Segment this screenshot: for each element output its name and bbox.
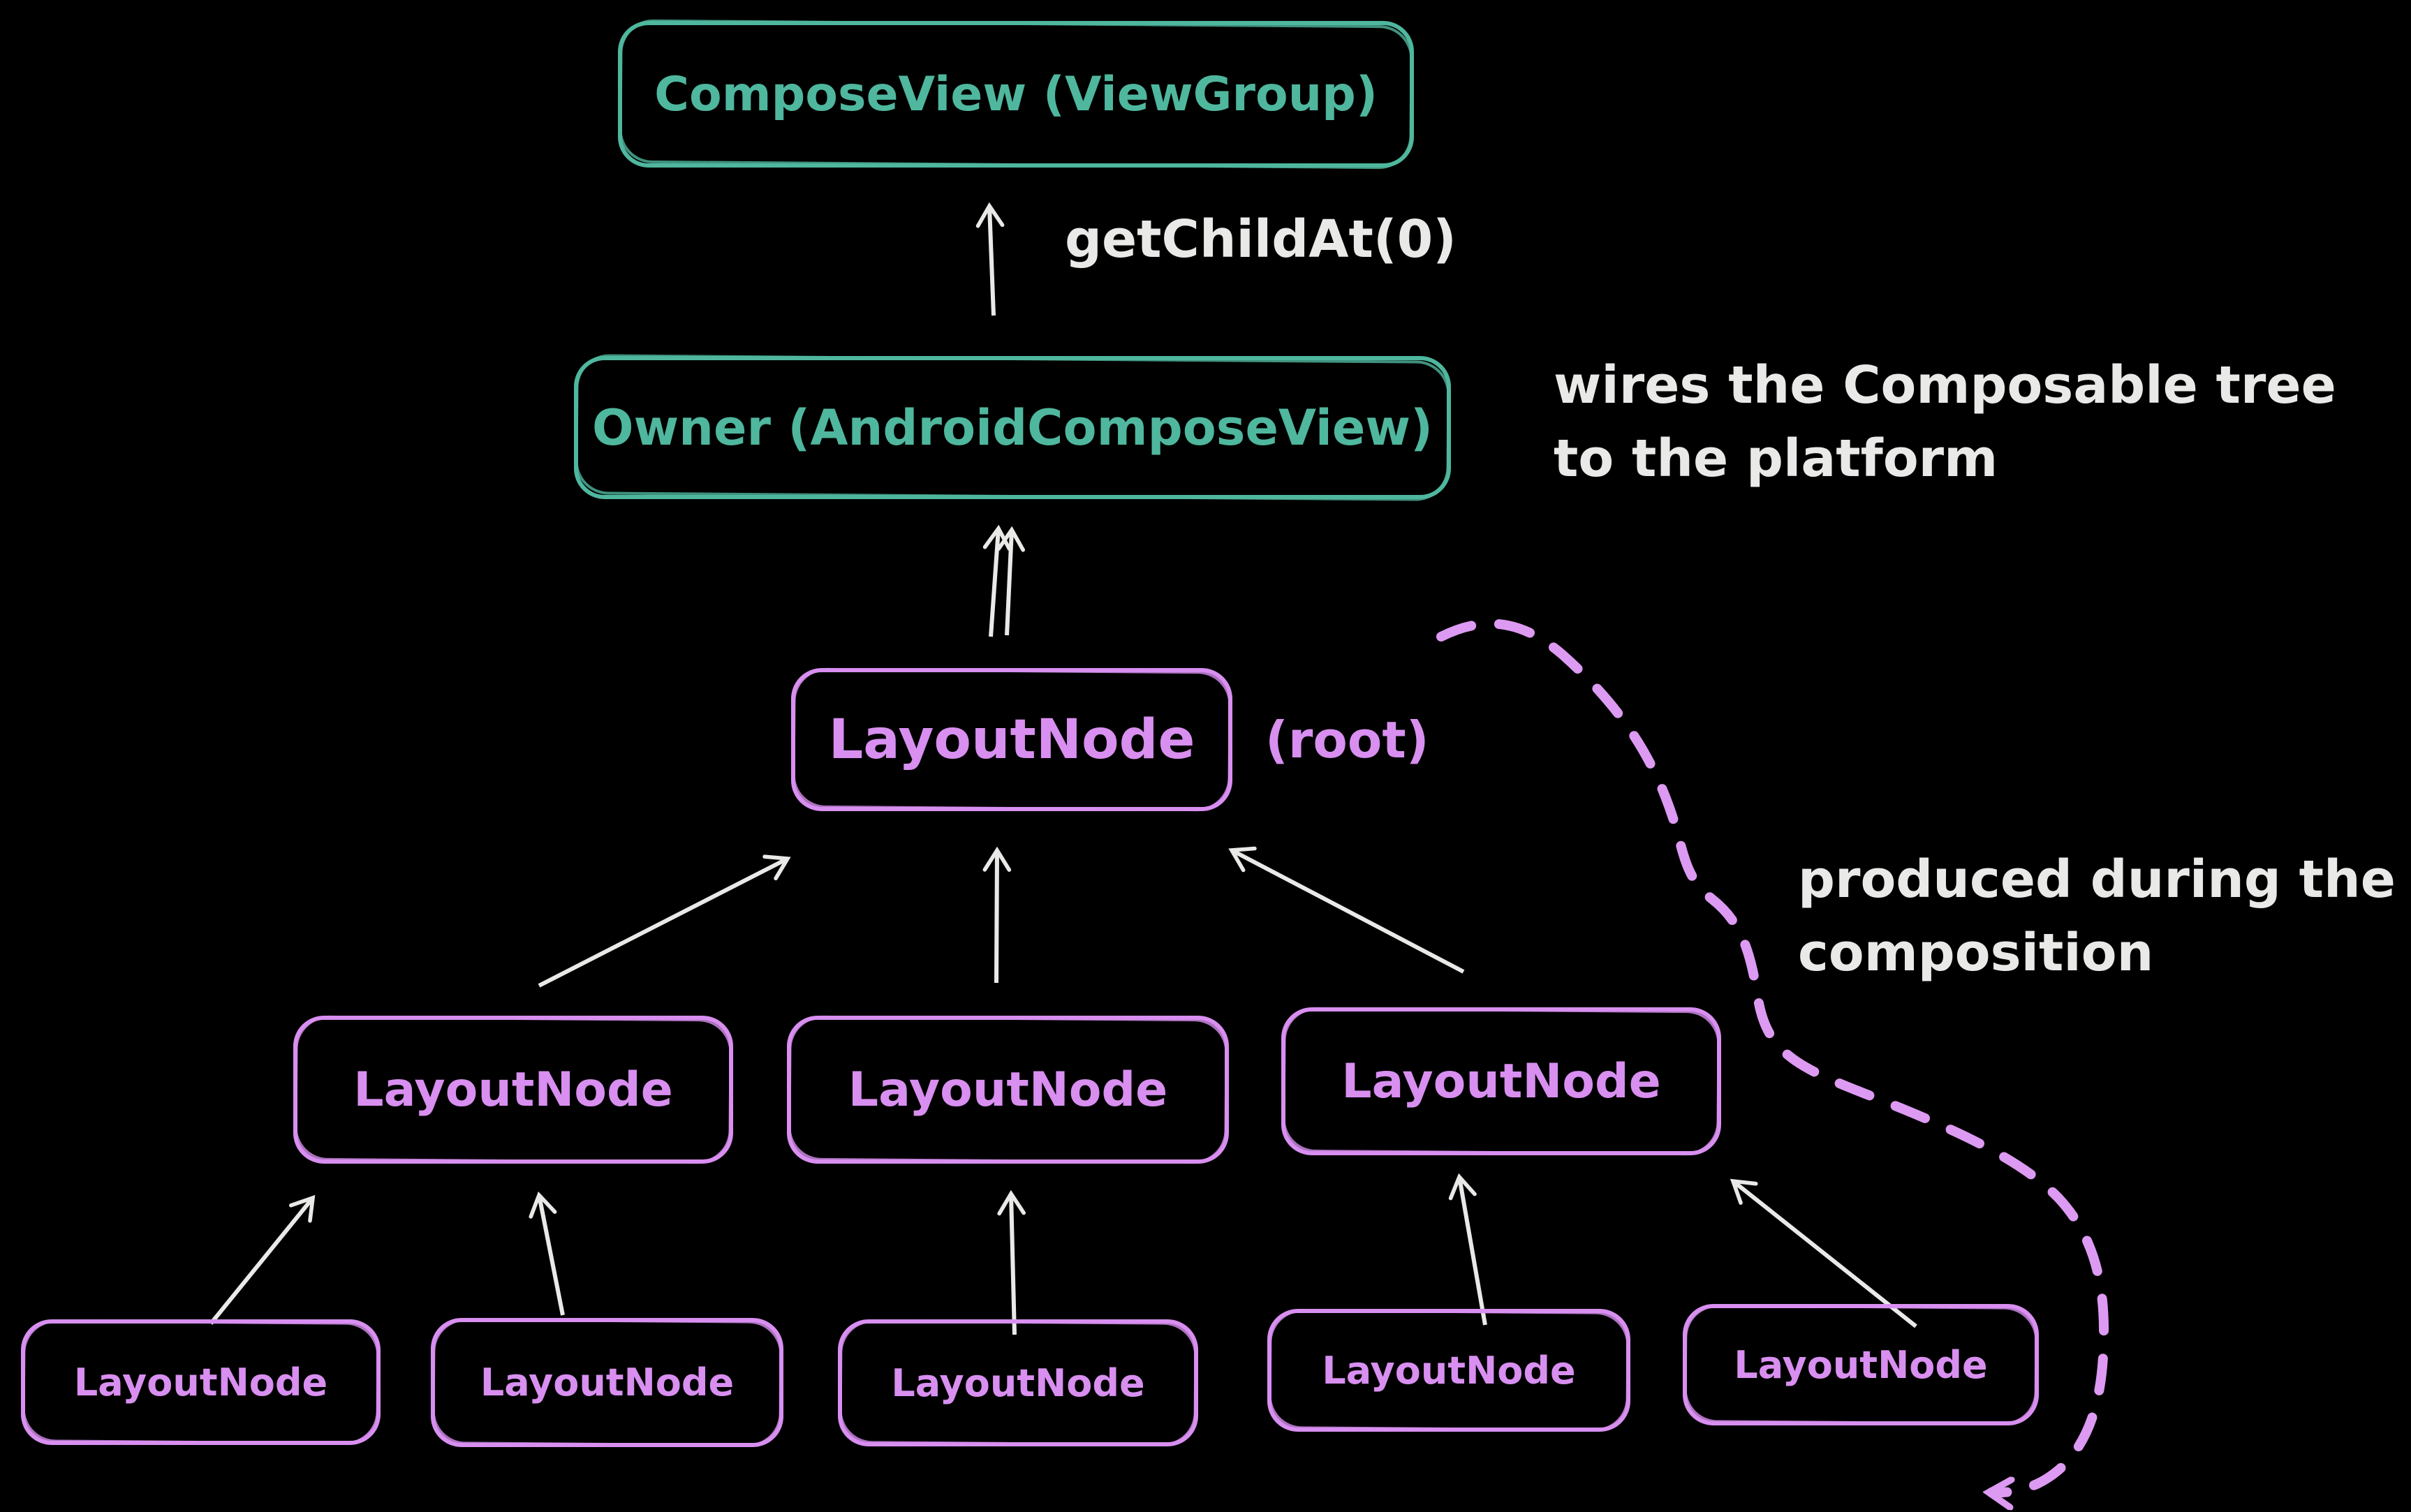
- get-child-at-arrow-icon: [975, 202, 1005, 316]
- compose-view-label: ComposeView (ViewGroup): [654, 66, 1378, 122]
- layout-node-label: LayoutNode: [1734, 1342, 1988, 1387]
- root-to-owner-arrow-icon: [982, 524, 1025, 637]
- layout-node-label: LayoutNode: [1322, 1348, 1576, 1393]
- layout-node-leaf-box-5: LayoutNode: [1683, 1304, 2039, 1425]
- get-child-at-label: getChildAt(0): [1065, 209, 1457, 269]
- middle-to-root-arrow-icons: [538, 846, 1465, 988]
- composition-note: produced during the composition: [1798, 843, 2396, 990]
- compose-view-box: ComposeView (ViewGroup): [618, 21, 1414, 168]
- owner-note-line2: to the platform: [1554, 429, 1998, 489]
- layout-node-middle-box-2: LayoutNode: [787, 1016, 1229, 1164]
- composition-note-line2: composition: [1798, 923, 2154, 984]
- layout-node-label: LayoutNode: [73, 1360, 328, 1404]
- layout-node-leaf-box-4: LayoutNode: [1267, 1309, 1630, 1432]
- layout-node-leaf-box-3: LayoutNode: [838, 1319, 1198, 1446]
- layout-node-leaf-box-1: LayoutNode: [21, 1319, 381, 1445]
- layout-node-label: LayoutNode: [848, 1062, 1168, 1118]
- owner-note-line1: wires the Composable tree: [1554, 355, 2336, 415]
- layout-node-label: LayoutNode: [353, 1062, 673, 1118]
- layout-node-label: LayoutNode: [1341, 1053, 1661, 1109]
- owner-note: wires the Composable tree to the platfor…: [1554, 349, 2336, 496]
- owner-label: Owner (AndroidComposeView): [591, 399, 1433, 457]
- layout-node-root-box: LayoutNode: [791, 668, 1232, 811]
- leaf-to-middle-arrow-icons: [209, 1173, 1917, 1335]
- layout-node-leaf-box-2: LayoutNode: [431, 1318, 783, 1447]
- layout-node-label: LayoutNode: [891, 1361, 1145, 1405]
- layout-node-middle-box-1: LayoutNode: [293, 1016, 733, 1164]
- composition-note-line1: produced during the: [1798, 850, 2396, 910]
- root-annotation: (root): [1265, 711, 1429, 769]
- layout-node-root-label: LayoutNode: [828, 708, 1195, 771]
- owner-box: Owner (AndroidComposeView): [574, 356, 1451, 499]
- layout-node-middle-box-3: LayoutNode: [1281, 1007, 1721, 1155]
- layout-node-label: LayoutNode: [480, 1361, 735, 1404]
